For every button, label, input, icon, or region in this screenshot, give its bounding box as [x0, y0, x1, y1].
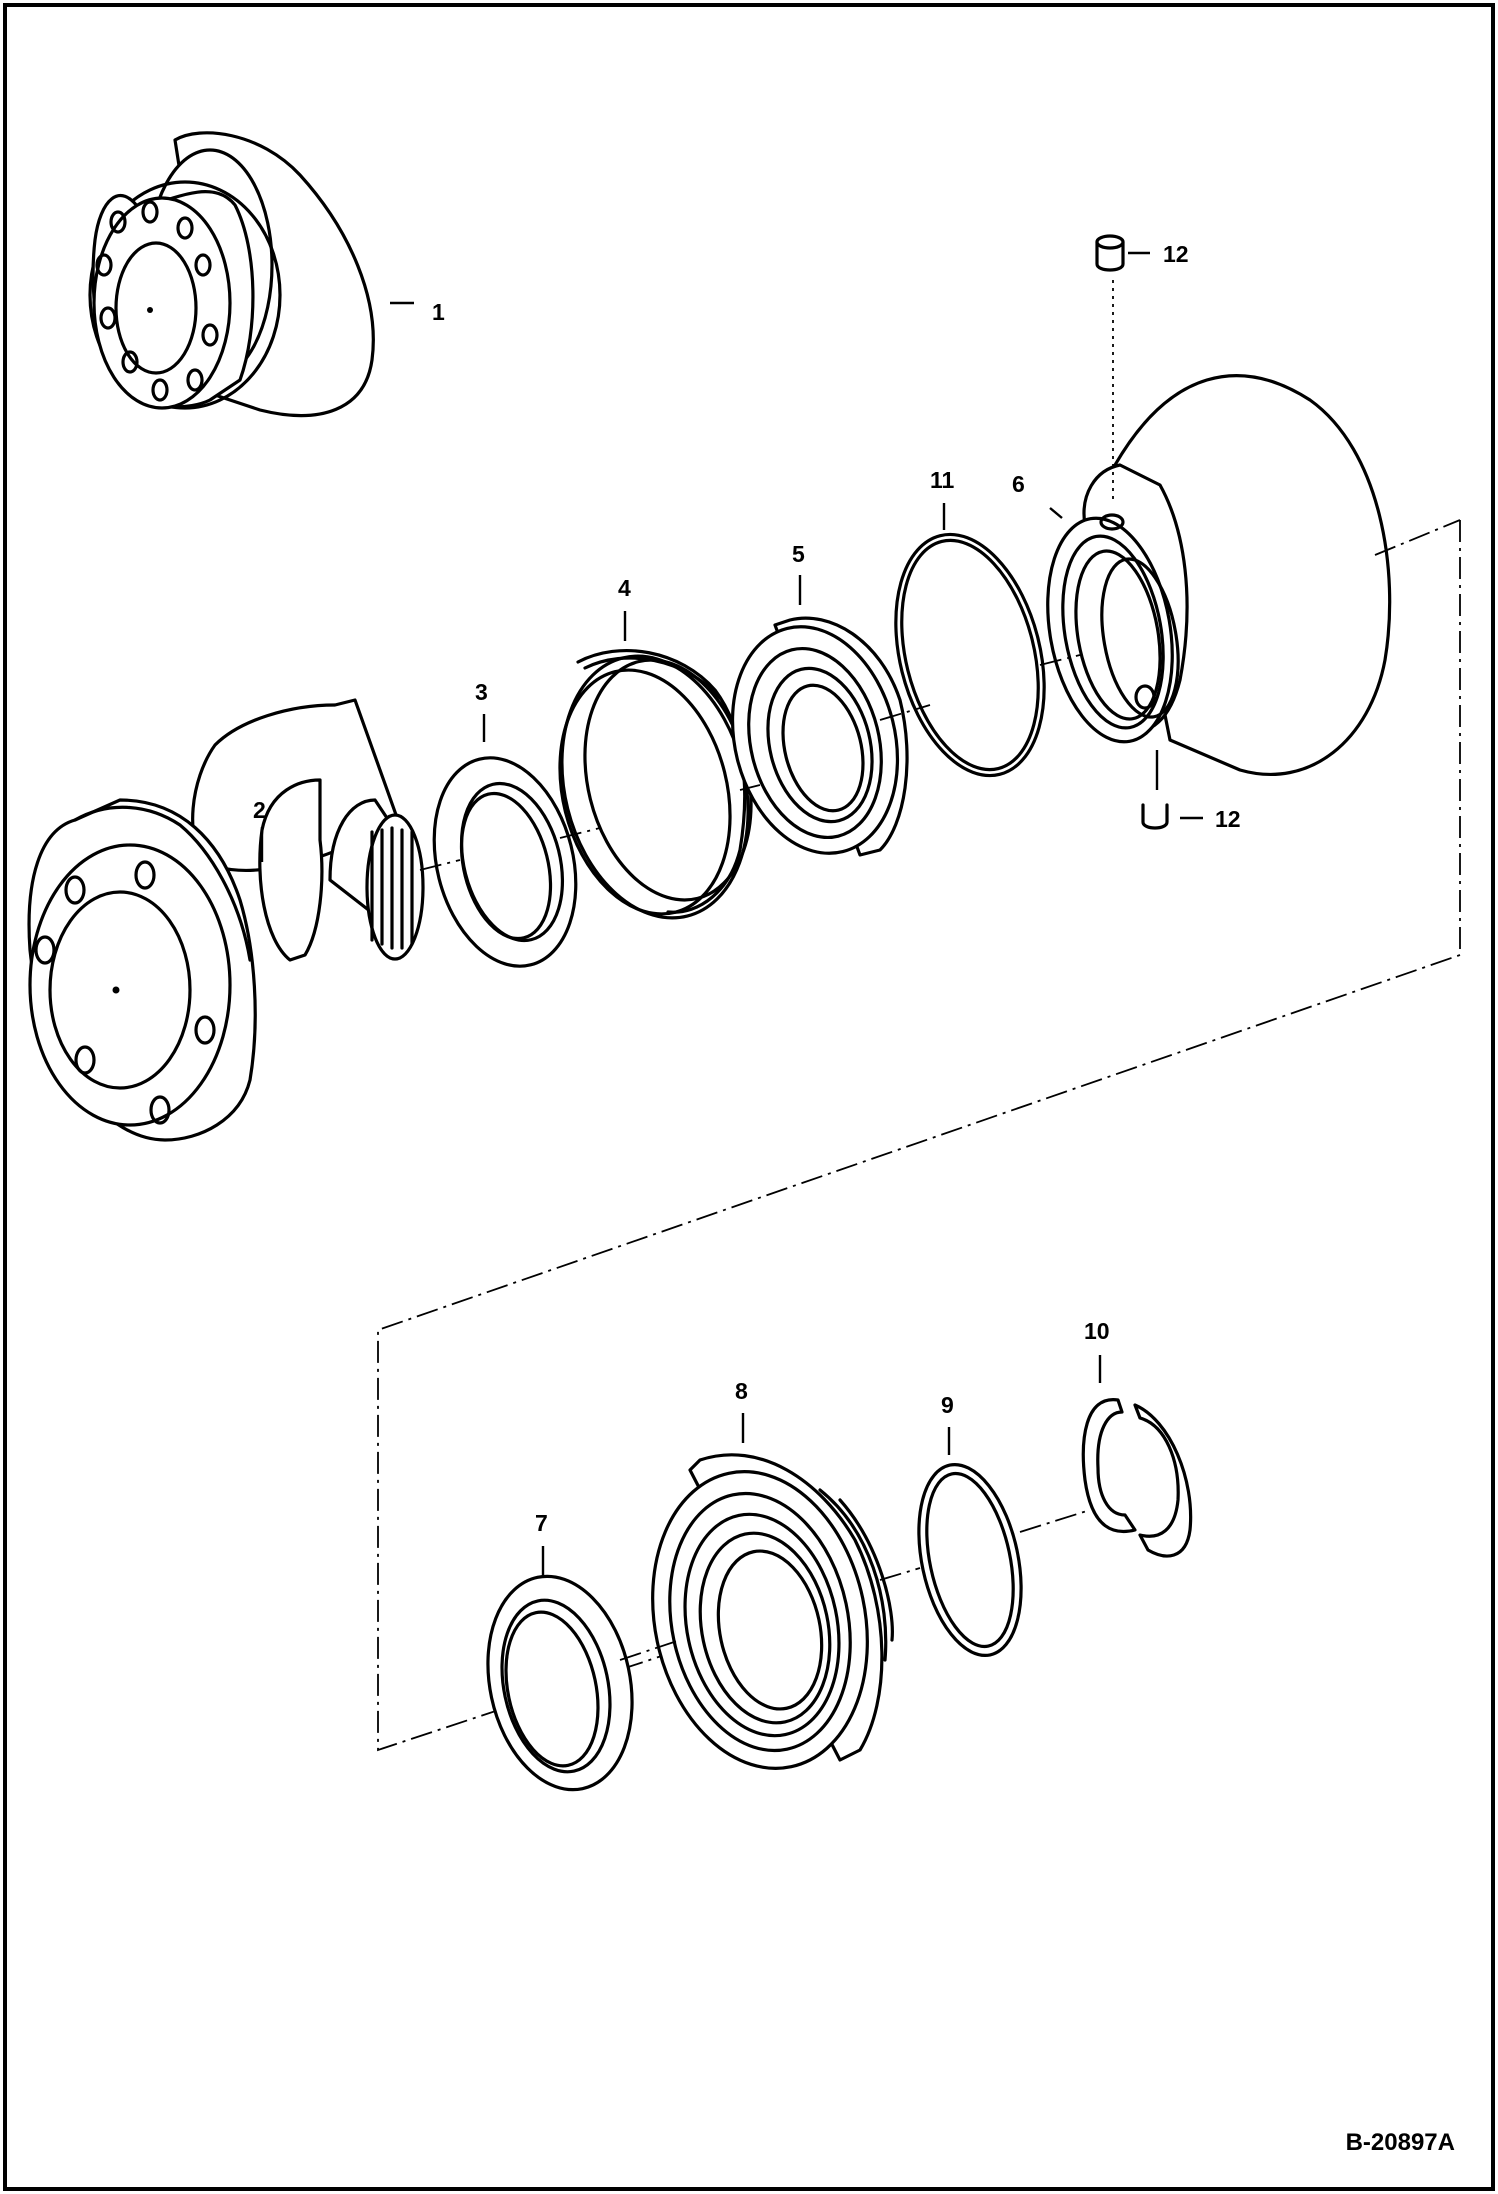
callout-10: 10: [1084, 1318, 1110, 1344]
part-11-o-ring: [894, 532, 1046, 778]
lower-axis-line: [619, 1509, 1091, 1661]
drawing-code: B-20897A: [1346, 2129, 1455, 2156]
callout-8: 8: [735, 1378, 748, 1404]
callout-5: 5: [792, 541, 805, 567]
part-6-housing: [1046, 374, 1392, 776]
part-1-hub: [88, 131, 375, 418]
part-9-ring: [917, 1462, 1023, 1658]
part-8-bearing: [651, 1453, 894, 1770]
callout-4: 4: [618, 575, 631, 601]
part-5-bearing: [730, 616, 909, 857]
part-4-seal: [558, 649, 753, 920]
callout-3: 3: [475, 679, 488, 705]
leader-6: [1049, 507, 1063, 519]
page-border: [3, 3, 1495, 2191]
callout-12-top: 12: [1163, 241, 1189, 267]
callout-1: 1: [432, 299, 445, 325]
callout-2: 2: [253, 797, 266, 823]
part-10-snap-ring: [1081, 1398, 1193, 1558]
upper-axis-line: [419, 519, 1461, 871]
part-7-seal: [486, 1574, 634, 1792]
callout-7: 7: [535, 1510, 548, 1536]
part-2-flange-shaft: [27, 698, 425, 1142]
part-12-plug-bottom: [1141, 803, 1169, 830]
callout-9: 9: [941, 1392, 954, 1418]
part-3-washer: [432, 756, 578, 968]
part-12-plug-top: [1095, 234, 1125, 272]
callout-11: 11: [930, 467, 955, 493]
callout-6: 6: [1012, 471, 1025, 497]
callout-12-bottom: 12: [1215, 806, 1241, 832]
